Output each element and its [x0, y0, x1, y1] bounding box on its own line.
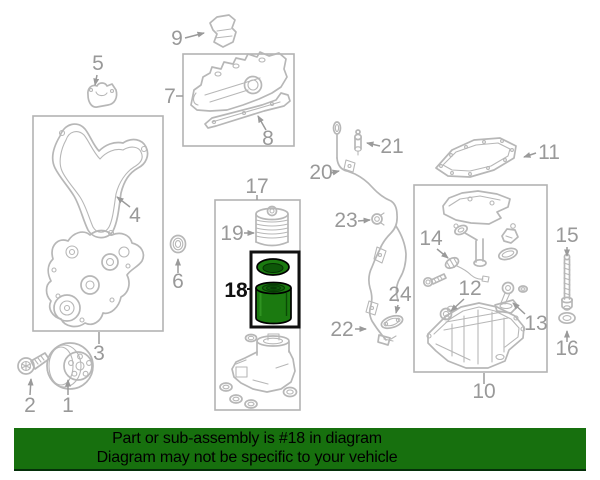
part-10-oil-pan-art — [426, 302, 526, 369]
info-banner-text: Part or sub-assembly is #18 in diagram D… — [14, 428, 480, 467]
part-label-16: 16 — [555, 337, 578, 360]
part-label-4: 4 — [129, 204, 141, 227]
part-15-bolt-art — [560, 253, 574, 311]
part-label-11: 11 — [538, 141, 560, 164]
part-label-18-highlighted: 18 — [224, 279, 248, 302]
part-24-gasket-art — [380, 314, 404, 330]
part-5-bracket-art — [87, 82, 118, 108]
timing-cover-group-box — [32, 115, 164, 332]
part-label-23: 23 — [334, 209, 357, 232]
diagram-canvas: 1 2 3 4 5 6 7 8 9 10 11 12 13 14 15 16 1… — [17, 14, 579, 417]
part-label-21: 21 — [380, 135, 403, 158]
part-7-valve-cover-art — [190, 51, 288, 112]
banner-line-2: Diagram may not be specific to your vehi… — [96, 448, 398, 466]
part-11-gasket-art — [435, 137, 517, 178]
part-3-timing-cover-art — [45, 229, 145, 328]
dipstick-tube-art — [332, 121, 407, 346]
part-label-3: 3 — [93, 342, 105, 365]
part-label-5: 5 — [92, 52, 104, 75]
part-label-22: 22 — [330, 318, 353, 341]
part-4-gasket-art — [51, 123, 149, 239]
part-9-cap-art — [209, 14, 237, 48]
part-label-20: 20 — [309, 161, 332, 184]
small-oval-gasket-art — [497, 247, 519, 261]
part-label-1: 1 — [62, 394, 74, 417]
part-label-13: 13 — [524, 312, 547, 335]
part-19-filter-cap-art — [255, 205, 289, 247]
part-label-2: 2 — [24, 394, 36, 417]
part-23-clip-art — [371, 212, 385, 226]
part-label-9: 9 — [171, 27, 183, 50]
part-label-12: 12 — [458, 277, 481, 300]
filter-housing-art — [219, 333, 298, 409]
part-18-highlight-group — [249, 250, 301, 329]
info-banner: Part or sub-assembly is #18 in diagram D… — [14, 428, 586, 471]
part-18-oring-art — [256, 258, 290, 276]
part-18-filter-art — [255, 281, 292, 325]
part-14-sensor-art — [422, 256, 490, 288]
part-6-seal-art — [169, 234, 187, 254]
leader-lines — [27, 31, 570, 396]
part-label-10: 10 — [472, 380, 495, 403]
part-label-8: 8 — [262, 127, 274, 150]
part-16-washer-art — [558, 311, 576, 325]
part-label-19: 19 — [220, 222, 243, 245]
part-label-6: 6 — [172, 270, 184, 293]
part-labels: 1 2 3 4 5 6 7 8 9 10 11 12 13 14 15 16 1… — [24, 27, 579, 417]
oil-pan-group-box — [413, 184, 548, 373]
baffle-clip-art — [501, 223, 519, 244]
part-8-gasket-art — [204, 92, 291, 129]
banner-line-1: Part or sub-assembly is #18 in diagram — [112, 430, 382, 447]
part-label-15: 15 — [555, 224, 578, 247]
part-label-7: 7 — [164, 85, 176, 108]
group-boxes — [32, 53, 548, 411]
windage-tray-art — [442, 190, 511, 225]
oil-pickup-tube-art — [453, 223, 487, 268]
part-2-bolt-art — [17, 352, 50, 375]
part-label-24: 24 — [388, 283, 412, 306]
part-label-17: 17 — [245, 175, 268, 198]
part-label-14: 14 — [419, 227, 443, 250]
valve-cover-group-box — [182, 53, 295, 147]
part-21-bolt-art — [353, 129, 363, 156]
part-1-pulley-art — [46, 342, 94, 390]
